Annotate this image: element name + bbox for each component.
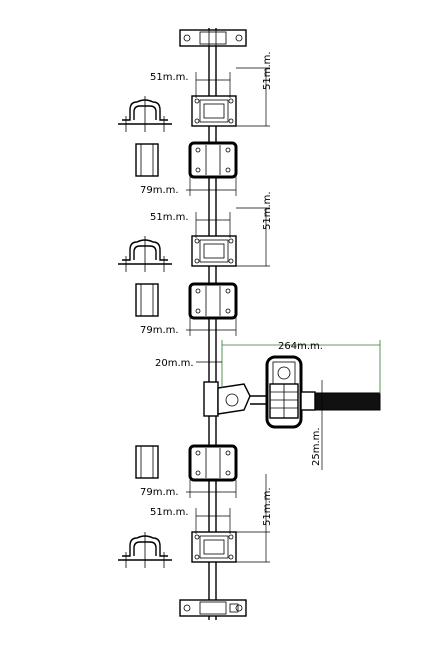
handle-catch-block — [265, 355, 303, 429]
dim-label-offset-20: 20m.m. — [155, 358, 194, 369]
bottom-rod-guide — [179, 599, 247, 617]
hinge-plate-2 — [188, 282, 238, 320]
rod-bracket-3 — [191, 531, 237, 563]
dim-label-width-79-1: 79m.m. — [140, 185, 179, 196]
dim-label-width-79-2: 79m.m. — [140, 325, 179, 336]
handle-bar — [300, 391, 381, 411]
hinge-plate-3 — [188, 444, 238, 482]
dim-label-width-51-bottom: 51m.m. — [150, 507, 189, 518]
cam-keeper-side-view-1 — [118, 96, 172, 132]
dim-label-height-51-mid: 51m.m. — [262, 191, 273, 230]
keeper-front-view-2 — [135, 283, 159, 317]
dim-label-handle-height: 25m.m. — [311, 427, 322, 466]
dimension-lines — [186, 67, 381, 563]
hinge-plate-1 — [188, 141, 238, 179]
top-rod-guide — [179, 29, 247, 47]
rod-bracket-1 — [191, 95, 237, 127]
handle-hub — [203, 381, 268, 417]
keeper-front-view-3 — [135, 445, 159, 479]
dim-label-width-51-mid: 51m.m. — [150, 212, 189, 223]
dim-label-width-51-top: 51m.m. — [150, 72, 189, 83]
cam-keeper-side-view-3 — [118, 532, 172, 568]
dim-label-height-51-top: 51m.m. — [262, 51, 273, 90]
dim-label-width-79-3: 79m.m. — [140, 487, 179, 498]
dim-label-height-51-bottom: 51m.m. — [262, 487, 273, 526]
rod-bracket-2 — [191, 235, 237, 267]
dim-label-handle-length: 264m.m. — [278, 341, 323, 352]
keeper-front-view-1 — [135, 143, 159, 177]
cam-keeper-side-view-2 — [118, 236, 172, 272]
